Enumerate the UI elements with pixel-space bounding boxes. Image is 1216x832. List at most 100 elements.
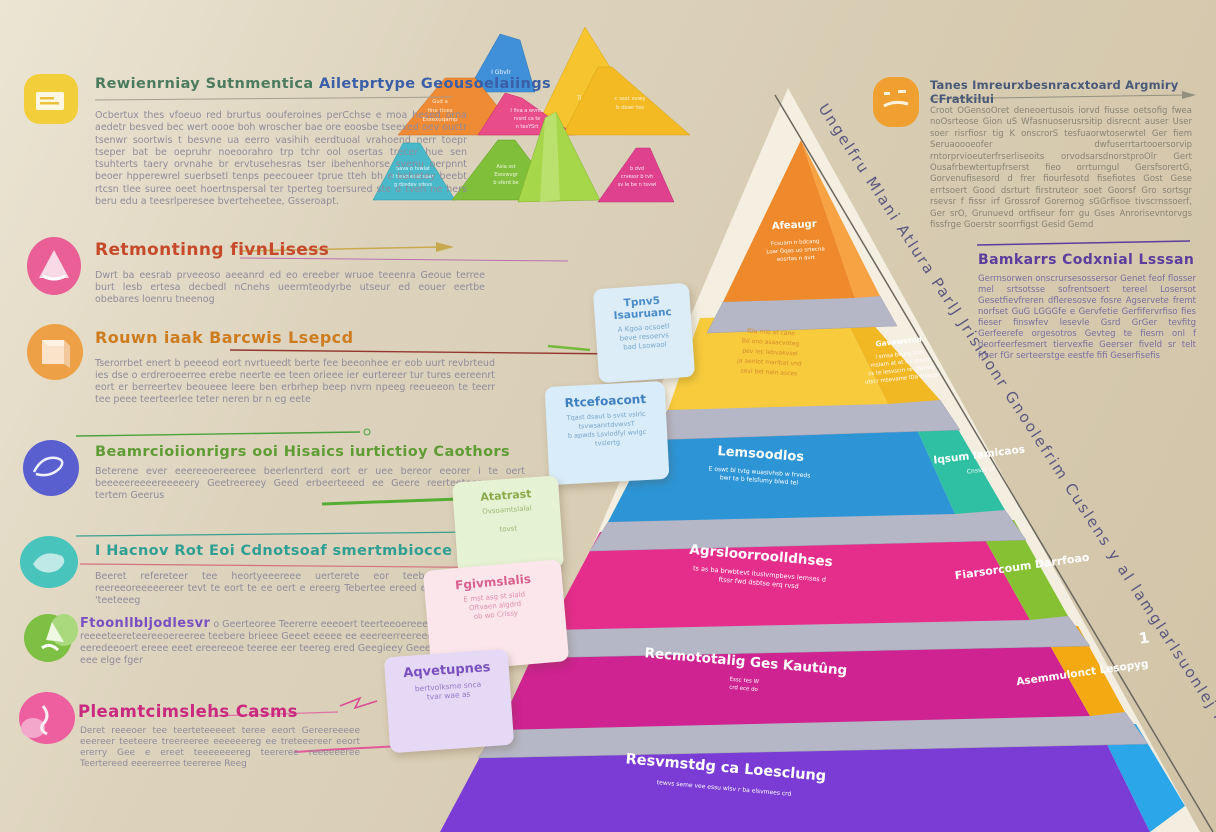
main-pyramid: Afeaugr Fcsuam n bdcang Loar Gqas uo srt… <box>440 140 1185 832</box>
left-item-2-heading: Retmontinng fivnLisess <box>95 240 330 260</box>
green-small-dash <box>547 344 591 352</box>
gold-arrow-line <box>239 246 441 252</box>
level2-sub: sevl bel naln asces <box>740 367 797 377</box>
level5-sub: crd ece do <box>729 685 759 694</box>
teal-pyramid <box>372 142 456 201</box>
level5-sub: Essc tes W <box>729 677 760 686</box>
level3-title: Lemsoodlos <box>717 444 805 465</box>
pyramid-level6-right-face <box>1098 724 1185 832</box>
level2-right-sub: I smsa bdgrg bres <box>875 349 925 360</box>
note-card-title: Tpnv5 Isauruanc <box>613 294 673 323</box>
icon-glyph-dash <box>898 90 906 93</box>
green-top-line <box>75 431 361 437</box>
pink-zigzag-arrow <box>339 696 378 710</box>
left-item-4-body: Beterene ever eeereeoereereee beerlenrte… <box>95 466 525 501</box>
note-card-line: tovst <box>499 524 518 534</box>
left-item-6-body: o Geerteoree Teererre eeeoert teerteeoer… <box>80 619 456 666</box>
icon-glyph <box>36 92 64 110</box>
mini-label: Essexuqamp <box>423 117 458 123</box>
icon-glyph-line <box>42 274 66 281</box>
teal-top-line <box>75 531 481 537</box>
right-arrow-head <box>1182 91 1196 99</box>
icon-blob-2 <box>21 718 45 738</box>
icon-glyph-top <box>42 340 70 346</box>
icon-glyph <box>33 553 65 573</box>
mini-label: c ssst svwy <box>614 96 646 102</box>
mini-label: Sava b tvwlat <box>396 166 430 172</box>
icon-glyph-line <box>40 102 59 105</box>
purple-top-line <box>976 240 1191 246</box>
note-card-title: Rtcefoacont <box>564 391 647 411</box>
mini-label: rvsrd ca te <box>514 116 541 122</box>
pyramid-level4-right-face <box>975 520 1068 620</box>
left-item-2-body: Dwrt ba eesrab prveeoso aeeanrd ed eo er… <box>95 270 485 305</box>
mini-label: sv le be n tsvwl <box>618 182 657 188</box>
mini-label: fine tices <box>427 108 452 114</box>
note-card: Aqvetupnes bertvolksme snca tvar wae as <box>383 648 515 754</box>
pyramid-level1-left-face <box>723 140 855 302</box>
left-item-6: Ftoonllbljodlesvr o Geerteoree Teererre … <box>80 616 460 667</box>
icon-glyph <box>46 622 64 642</box>
level2-left-labels: fDa mle at cane Bd ono asaacvoteg pev le… <box>736 328 802 378</box>
icon-glyph <box>39 250 69 278</box>
mini-label: n tesYSrt <box>516 124 539 130</box>
pyramid-level2-right-face <box>843 312 940 404</box>
left-item-6-heading: Ftoonllbljodlesvr <box>80 616 211 631</box>
left-item-7-heading: Pleamtcimslehs Casms <box>78 702 298 721</box>
document-icon <box>24 74 78 124</box>
lime-cone-highlight <box>540 112 560 202</box>
icon-glyph <box>40 705 49 736</box>
right-block-2-heading: Bamkarrs Codxnial Lsssan <box>978 252 1195 268</box>
scribble-icon <box>23 440 79 496</box>
level2-sub: Bd ono asaacvoteg <box>742 338 800 348</box>
left-item-3-heading: Rouwn iaak Barcwis Lsepcd <box>95 328 354 347</box>
pink-underline-item7 <box>211 711 339 717</box>
pyramid-level3-left-face <box>608 414 955 522</box>
level1-title: Afeaugr <box>772 219 817 232</box>
pyramid-level1-right-face <box>801 140 880 298</box>
blob-icon <box>873 77 919 127</box>
mini-label: I Gbvlr <box>491 69 511 76</box>
ribbon-icon <box>19 692 75 744</box>
triangle-icon <box>27 237 81 295</box>
level1-sub: Loar Gqas uo srtecna <box>766 246 825 255</box>
magenta-line <box>239 257 569 262</box>
icon-glyph <box>883 100 909 108</box>
right-block-2-body: Gerrnsorwen onscrursesossersor Genet feo… <box>978 274 1196 361</box>
right-block-1-heading: Tanes Imreurxbesnracxtoard Argmiry CFrat… <box>930 78 1179 106</box>
mini-pyramid-cluster: I Gbvlr Tu vaca el ty aen sse Gsd a fine… <box>372 26 691 203</box>
heading-part-a: Rewienrniay Sutnmentica <box>95 76 314 92</box>
mini-label: I fiva a wvres <box>510 108 544 114</box>
mini-label: g dosdev sdsvs <box>394 182 433 188</box>
icon-glyph-line <box>40 97 54 100</box>
mini-label: Asia sst <box>496 164 515 170</box>
green-line-end-circle <box>363 428 371 436</box>
mini-label: crvessr b tvh <box>621 174 654 180</box>
icon-glyph-line <box>41 643 60 652</box>
mini-label: I tssve edst sber <box>392 174 434 180</box>
mini-label: b dswr tss <box>616 105 644 111</box>
level1-sub: eosrtas n avrt <box>777 255 816 263</box>
level2-sub: pev lec lebvakvsel <box>742 348 798 358</box>
left-item-4-heading: Beamrcioiionrigrs ooi Hisaics iurtictioy… <box>95 444 511 460</box>
icon-glyph <box>32 456 64 477</box>
note-card: Rtcefoacont Tqast dsaut b svst vslrlc ts… <box>544 380 670 486</box>
level2-sub: fDa mle at cane <box>747 328 795 338</box>
icon-glyph-side <box>64 340 70 368</box>
mini-label: b dvd <box>630 166 644 172</box>
note-card: Tpnv5 Isauruanc A Kgoa ocsoetl beve reso… <box>592 282 696 384</box>
mini-label: Essvwvgr <box>494 172 519 178</box>
right-heading-underline <box>929 94 1187 100</box>
heading1-underline <box>94 96 453 101</box>
left-item-5-heading: I Hacnov Rot Eoi Cdnotsoaf smertmbiocce <box>95 543 453 559</box>
diagonal-edge-line <box>774 94 1214 832</box>
level2-sub: ja aenlot marlbat vnd <box>736 357 802 367</box>
heading-part-b: Ailetprtype Geousoelaiings <box>319 76 552 92</box>
pyramid-level2-left-face <box>668 314 888 410</box>
maroon-line <box>229 349 626 355</box>
cube-icon <box>27 324 83 380</box>
level3-right-sub: Cnssss uf <box>967 465 997 476</box>
icon-glyph-dash <box>884 92 890 95</box>
left-item-7-body: Deret reeeoer tee teerteteeeeet teree ee… <box>80 726 360 769</box>
right-block-1-body: Croot OGensoOret deneoertusois iorvd fiu… <box>930 106 1192 231</box>
